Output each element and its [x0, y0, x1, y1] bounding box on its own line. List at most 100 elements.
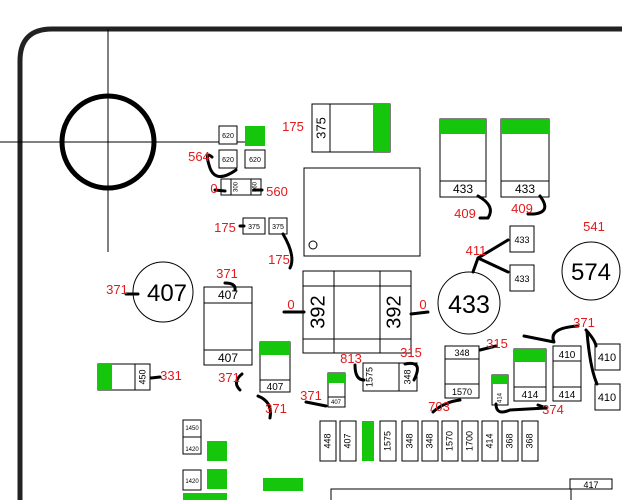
label-375: 375 [313, 117, 328, 139]
svg-text:331: 331 [160, 368, 182, 383]
svg-text:433: 433 [515, 182, 535, 196]
component-375[interactable]: 375 [311, 103, 391, 153]
value-labels: 175 564 0 560 175 175 409 409 411 541 37… [106, 119, 605, 417]
component-375-pair[interactable]: 375 375 [242, 217, 288, 235]
bottom-resistor-368-a[interactable]: 368 [501, 420, 519, 462]
mounting-hole [59, 93, 157, 191]
svg-text:433: 433 [453, 182, 473, 196]
svg-text:411: 411 [466, 243, 487, 258]
component-1575-348[interactable]: 1575 348 [362, 362, 418, 392]
svg-text:175: 175 [268, 252, 290, 267]
svg-text:175: 175 [214, 220, 236, 235]
bottom-resistor-448[interactable]: 448 [319, 420, 337, 462]
bottom-resistor-1700[interactable]: 1700 [461, 420, 479, 462]
component-433-small-b[interactable]: 433 [509, 264, 535, 292]
component-414-a[interactable]: 414 [513, 348, 547, 402]
svg-text:560: 560 [266, 184, 288, 199]
svg-text:560: 560 [253, 181, 259, 192]
component-414-small[interactable]: 414 [491, 374, 509, 406]
component-392-pair[interactable]: 392 392 [302, 270, 412, 354]
component-300-560[interactable]: 300 560 [220, 178, 262, 196]
svg-text:1700: 1700 [464, 431, 474, 451]
svg-text:1420: 1420 [185, 479, 199, 485]
svg-text:407: 407 [218, 288, 238, 302]
svg-text:410: 410 [598, 352, 616, 364]
svg-text:0: 0 [287, 297, 294, 312]
svg-text:407: 407 [147, 280, 187, 307]
svg-text:409: 409 [454, 206, 476, 221]
component-414-b[interactable]: 410 414 [552, 345, 582, 402]
through-hole-433[interactable]: 433 [437, 271, 501, 335]
through-hole-574[interactable]: 574 [561, 241, 621, 301]
svg-text:703: 703 [428, 399, 450, 414]
svg-text:410: 410 [598, 392, 616, 404]
svg-text:371: 371 [216, 266, 238, 281]
svg-text:407: 407 [331, 400, 342, 406]
svg-text:0: 0 [210, 181, 217, 196]
svg-text:392: 392 [307, 295, 329, 328]
component-410-right-b[interactable]: 410 [594, 383, 621, 411]
svg-text:620: 620 [249, 157, 261, 164]
svg-text:414: 414 [559, 390, 576, 401]
bottom-resistor-1575[interactable]: 1575 [379, 420, 397, 462]
component-410-right-a[interactable]: 410 [594, 343, 621, 371]
svg-text:348: 348 [404, 433, 414, 448]
svg-text:407: 407 [267, 382, 284, 393]
svg-text:375: 375 [272, 224, 284, 231]
bottom-resistor-407[interactable]: 407 [339, 420, 357, 462]
board-outline [17, 26, 622, 500]
svg-text:300: 300 [234, 181, 240, 192]
svg-text:433: 433 [514, 274, 529, 284]
bottom-resistor-368-b[interactable]: 368 [521, 420, 539, 462]
bottom-row-pad [362, 421, 374, 461]
svg-text:371: 371 [300, 388, 322, 403]
bottom-resistor-1570[interactable]: 1570 [441, 420, 459, 462]
component-407-small[interactable]: 407 [259, 341, 291, 393]
component-407-tiny[interactable]: 407 [327, 372, 346, 408]
svg-text:417: 417 [583, 480, 598, 490]
svg-text:371: 371 [218, 370, 240, 385]
svg-text:371: 371 [573, 315, 595, 330]
bottom-resistor-348-b[interactable]: 348 [421, 420, 439, 462]
svg-text:368: 368 [524, 433, 534, 448]
svg-text:574: 574 [571, 259, 611, 286]
svg-text:433: 433 [514, 235, 529, 245]
svg-text:620: 620 [222, 157, 234, 164]
svg-text:1420: 1420 [185, 447, 199, 453]
svg-text:407: 407 [218, 351, 238, 365]
svg-text:348: 348 [402, 369, 412, 384]
bottom-resistor-348-a[interactable]: 348 [401, 420, 419, 462]
through-hole-407[interactable]: 407 [132, 261, 194, 323]
component-1450[interactable]: 1450 1420 [182, 419, 227, 461]
svg-text:414: 414 [522, 390, 539, 401]
svg-text:315: 315 [486, 336, 508, 351]
svg-text:620: 620 [222, 133, 234, 140]
svg-text:371: 371 [106, 282, 128, 297]
component-433-small-a[interactable]: 433 [509, 225, 535, 253]
component-620-group[interactable]: 620 620 620 [218, 125, 266, 169]
svg-text:564: 564 [188, 149, 210, 164]
svg-text:414: 414 [498, 392, 504, 403]
bottom-resistor-414[interactable]: 414 [481, 420, 499, 462]
component-433-left[interactable]: 433 [439, 118, 487, 198]
component-348-1570[interactable]: 348 1570 [444, 345, 480, 399]
svg-text:450: 450 [137, 369, 147, 384]
svg-text:448: 448 [322, 433, 332, 448]
svg-text:1575: 1575 [382, 431, 392, 451]
component-450[interactable]: 450 [97, 363, 151, 391]
ic-chip[interactable] [303, 167, 421, 257]
svg-text:541: 541 [583, 219, 605, 234]
svg-text:1450: 1450 [185, 426, 199, 432]
component-1420[interactable]: 1420 [182, 469, 227, 491]
svg-text:407: 407 [342, 433, 352, 448]
component-417[interactable]: 417 [569, 478, 613, 490]
bottom-connector-outline [330, 488, 572, 500]
svg-text:433: 433 [448, 291, 490, 319]
svg-text:348: 348 [424, 433, 434, 448]
component-407-tall[interactable]: 407 407 [203, 286, 253, 366]
component-433-right[interactable]: 433 [500, 118, 550, 198]
wire-traces [124, 153, 599, 420]
svg-text:414: 414 [484, 433, 494, 448]
